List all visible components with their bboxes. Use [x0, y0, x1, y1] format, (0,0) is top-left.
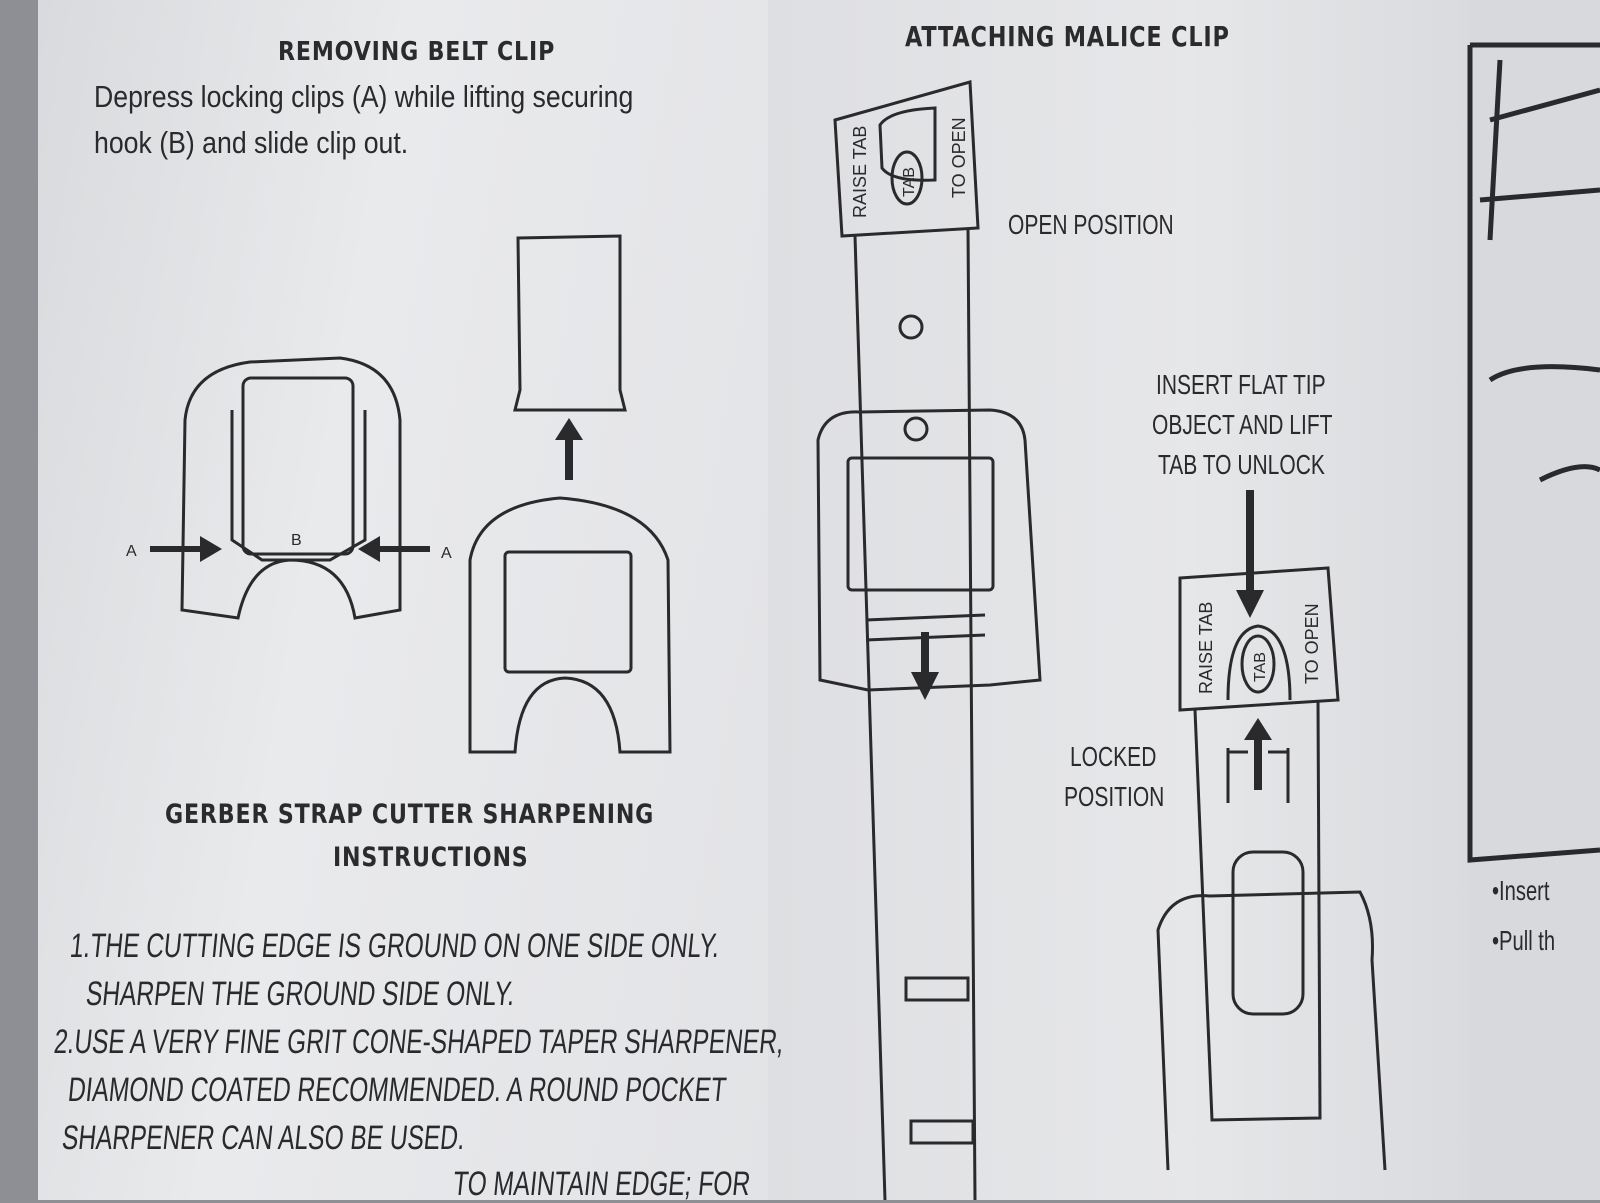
third-panel-bullet: •Pull th — [1492, 925, 1556, 956]
arrow-icon — [150, 418, 583, 562]
malice-clip-locked-diagram — [1156, 566, 1387, 1171]
raise-tab-label-locked: RAISE TAB — [1196, 602, 1216, 694]
tab-label: TAB — [901, 167, 918, 197]
third-panel-diagram — [1467, 42, 1600, 863]
left-page — [38, 0, 768, 1200]
insert-instruction-line1: INSERT FLAT TIP — [1156, 369, 1326, 400]
removing-instructions-line1: Depress locking clips (A) while lifting … — [94, 79, 634, 114]
insert-instruction-line3: TAB TO UNLOCK — [1158, 449, 1325, 480]
tab-indicator-open — [878, 106, 937, 206]
belt-clip-assembled-diagram — [180, 356, 402, 620]
to-open-label: TO OPEN — [949, 117, 969, 198]
locked-position-label-line1: LOCKED — [1070, 741, 1157, 772]
sharpening-title-line1: GERBER STRAP CUTTER SHARPENING — [165, 799, 655, 830]
removing-instructions-line2: hook (B) and slide clip out. — [94, 125, 409, 160]
removing-belt-clip-title: REMOVING BELT CLIP — [278, 37, 556, 67]
open-position-label: OPEN POSITION — [1008, 209, 1174, 240]
third-panel-bullet: •Insert — [1492, 875, 1550, 906]
raise-tab-label: RAISE TAB — [850, 126, 870, 218]
tab-indicator-locked — [1226, 624, 1292, 701]
locked-position-label-line2: POSITION — [1064, 781, 1165, 812]
arrow-icon — [1236, 490, 1272, 790]
malice-clip-open-diagram — [816, 80, 1042, 1200]
sharpening-title-line2: INSTRUCTIONS — [333, 842, 529, 873]
label-a-right: A — [441, 545, 452, 562]
insert-instruction-line2: OBJECT AND LIFT — [1152, 409, 1333, 440]
right-page — [768, 0, 1468, 1200]
label-a-left: A — [126, 543, 137, 560]
down-arrow-icon — [911, 632, 939, 700]
label-b: B — [291, 532, 302, 549]
to-open-label-locked: TO OPEN — [1302, 603, 1322, 684]
tab-label-locked: TAB — [1252, 652, 1269, 682]
attaching-malice-clip-title: ATTACHING MALICE CLIP — [905, 20, 1230, 53]
belt-clip-removed-diagram — [468, 234, 672, 754]
